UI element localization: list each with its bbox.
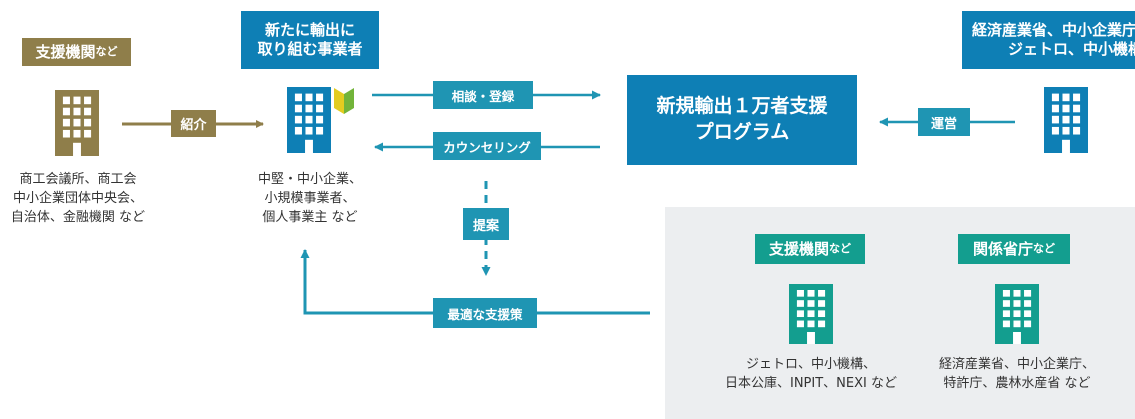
ministry-tag: 経済産業省、中小企業庁 ジェトロ、中小機構 — [962, 11, 1135, 69]
panel-ministries-tag-suffix: など — [1033, 242, 1055, 256]
program-title-line: プログラム — [694, 121, 790, 143]
panel-supporters-tag-suffix: など — [829, 242, 851, 256]
building-icon — [55, 90, 99, 156]
building-icon — [287, 87, 331, 153]
exporters-description: 中堅・中小企業、 小規模事業者、 個人事業主 など — [236, 170, 384, 227]
ministry-tag-line: ジェトロ、中小機構 — [1008, 40, 1135, 58]
optimal-support-label: 最適な支援策 — [433, 298, 537, 328]
panel-ministries-description: 経済産業省、中小企業庁、 特許庁、農林水産省 など — [924, 355, 1110, 393]
supporters-tag-label: 支援機関 — [35, 42, 96, 61]
intro-label: 紹介 — [171, 110, 216, 137]
exporters-tag-line: 新たに輸出に — [264, 21, 355, 40]
ministry-tag-line: 経済産業省、中小企業庁 — [972, 21, 1135, 40]
panel-ministries-desc-line: 特許庁、農林水産省 など — [943, 376, 1091, 391]
supporters-description: 商工会議所、商工会 中小企業団体中央会、 自治体、金融機関 など — [0, 170, 156, 227]
consult-label: 相談・登録 — [433, 81, 533, 109]
program-box: 新規輸出１万者支援 プログラム — [627, 75, 857, 165]
supporters-tag: 支援機関など — [22, 38, 131, 66]
panel-ministries-desc-line: 経済産業省、中小企業庁、 — [938, 357, 1095, 372]
building-icon — [995, 284, 1039, 344]
beginner-leaf-icon — [334, 88, 354, 114]
supporters-desc-line: 中小企業団体中央会、 — [12, 191, 143, 206]
exporters-desc-line: 個人事業主 など — [262, 210, 358, 225]
program-title-line: 新規輸出１万者支援 — [656, 95, 828, 118]
supporters-tag-suffix: など — [95, 45, 118, 59]
exporters-tag: 新たに輸出に 取り組む事業者 — [241, 11, 379, 69]
exporters-tag-line: 取り組む事業者 — [257, 40, 363, 58]
exporters-desc-line: 中堅・中小企業、 — [257, 172, 362, 187]
proposal-label: 提案 — [463, 208, 509, 240]
panel-supporters-desc-line: ジェトロ、中小機構、 — [745, 357, 876, 372]
panel-ministries-tag-label: 関係省庁 — [972, 239, 1033, 258]
panel-supporters-description: ジェトロ、中小機構、 日本公庫、INPIT、NEXI など — [713, 355, 909, 393]
operate-label: 運営 — [918, 108, 970, 136]
building-icon — [789, 284, 833, 344]
panel-supporters-tag: 支援機関など — [755, 234, 865, 264]
panel-supporters-desc-line: 日本公庫、INPIT、NEXI など — [725, 376, 897, 391]
exporters-desc-line: 小規模事業者、 — [264, 191, 356, 206]
supporters-desc-line: 商工会議所、商工会 — [19, 172, 137, 187]
panel-ministries-tag: 関係省庁など — [958, 234, 1070, 264]
panel-supporters-tag-label: 支援機関 — [768, 239, 829, 258]
counseling-label: カウンセリング — [433, 132, 541, 160]
building-icon — [1044, 87, 1088, 153]
supporters-desc-line: 自治体、金融機関 など — [10, 210, 146, 225]
